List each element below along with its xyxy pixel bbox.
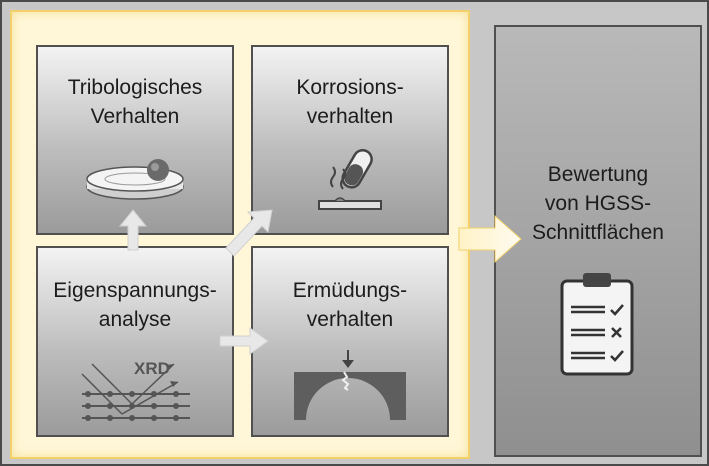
pin-on-disc-icon — [86, 159, 184, 200]
label-line-1: Eigenspannungs- — [53, 279, 217, 302]
xrd-label: XRD — [134, 359, 170, 378]
label-line-2: verhalten — [306, 105, 394, 128]
box-corrosion-behavior: Korrosions- verhalten — [251, 45, 449, 235]
xrd-diffraction-icon: XRD — [81, 359, 190, 421]
label-line-2: analyse — [98, 308, 172, 331]
arrow-right-to-fatigue — [219, 327, 269, 355]
arrow-diagonal-to-corrosion — [225, 209, 273, 257]
label-line-1: Tribologisches — [67, 76, 203, 99]
fatigue-crack-icon — [294, 350, 406, 420]
test-tube-icon — [318, 149, 382, 210]
label-line-1: Ermüdungs- — [292, 279, 408, 302]
label-line-2: Verhalten — [90, 105, 180, 128]
box-label: Tribologisches Verhalten — [38, 73, 232, 131]
box-label: Korrosions- verhalten — [253, 73, 447, 131]
label-line-1: Korrosions- — [296, 76, 404, 99]
box-tribological-behavior: Tribologisches Verhalten — [36, 45, 234, 235]
box-fatigue-behavior: Ermüdungs- verhalten — [251, 246, 449, 437]
box-label: Eigenspannungs- analyse — [38, 276, 232, 334]
box-label: Ermüdungs- verhalten — [253, 276, 447, 334]
box-label: Bewertung von HGSS- Schnittflächen — [496, 160, 700, 247]
label-line-3: Schnittflächen — [532, 221, 664, 244]
label-line-2: von HGSS- — [544, 192, 652, 215]
box-evaluation: Bewertung von HGSS- Schnittflächen — [494, 25, 702, 457]
box-residual-stress-analysis: Eigenspannungs- analyse XRD — [36, 246, 234, 437]
label-line-1: Bewertung — [547, 163, 649, 186]
label-line-2: verhalten — [306, 308, 394, 331]
checklist-clipboard-icon — [560, 273, 634, 376]
arrow-up-to-tribology — [118, 209, 148, 251]
arrow-to-evaluation — [458, 214, 522, 264]
